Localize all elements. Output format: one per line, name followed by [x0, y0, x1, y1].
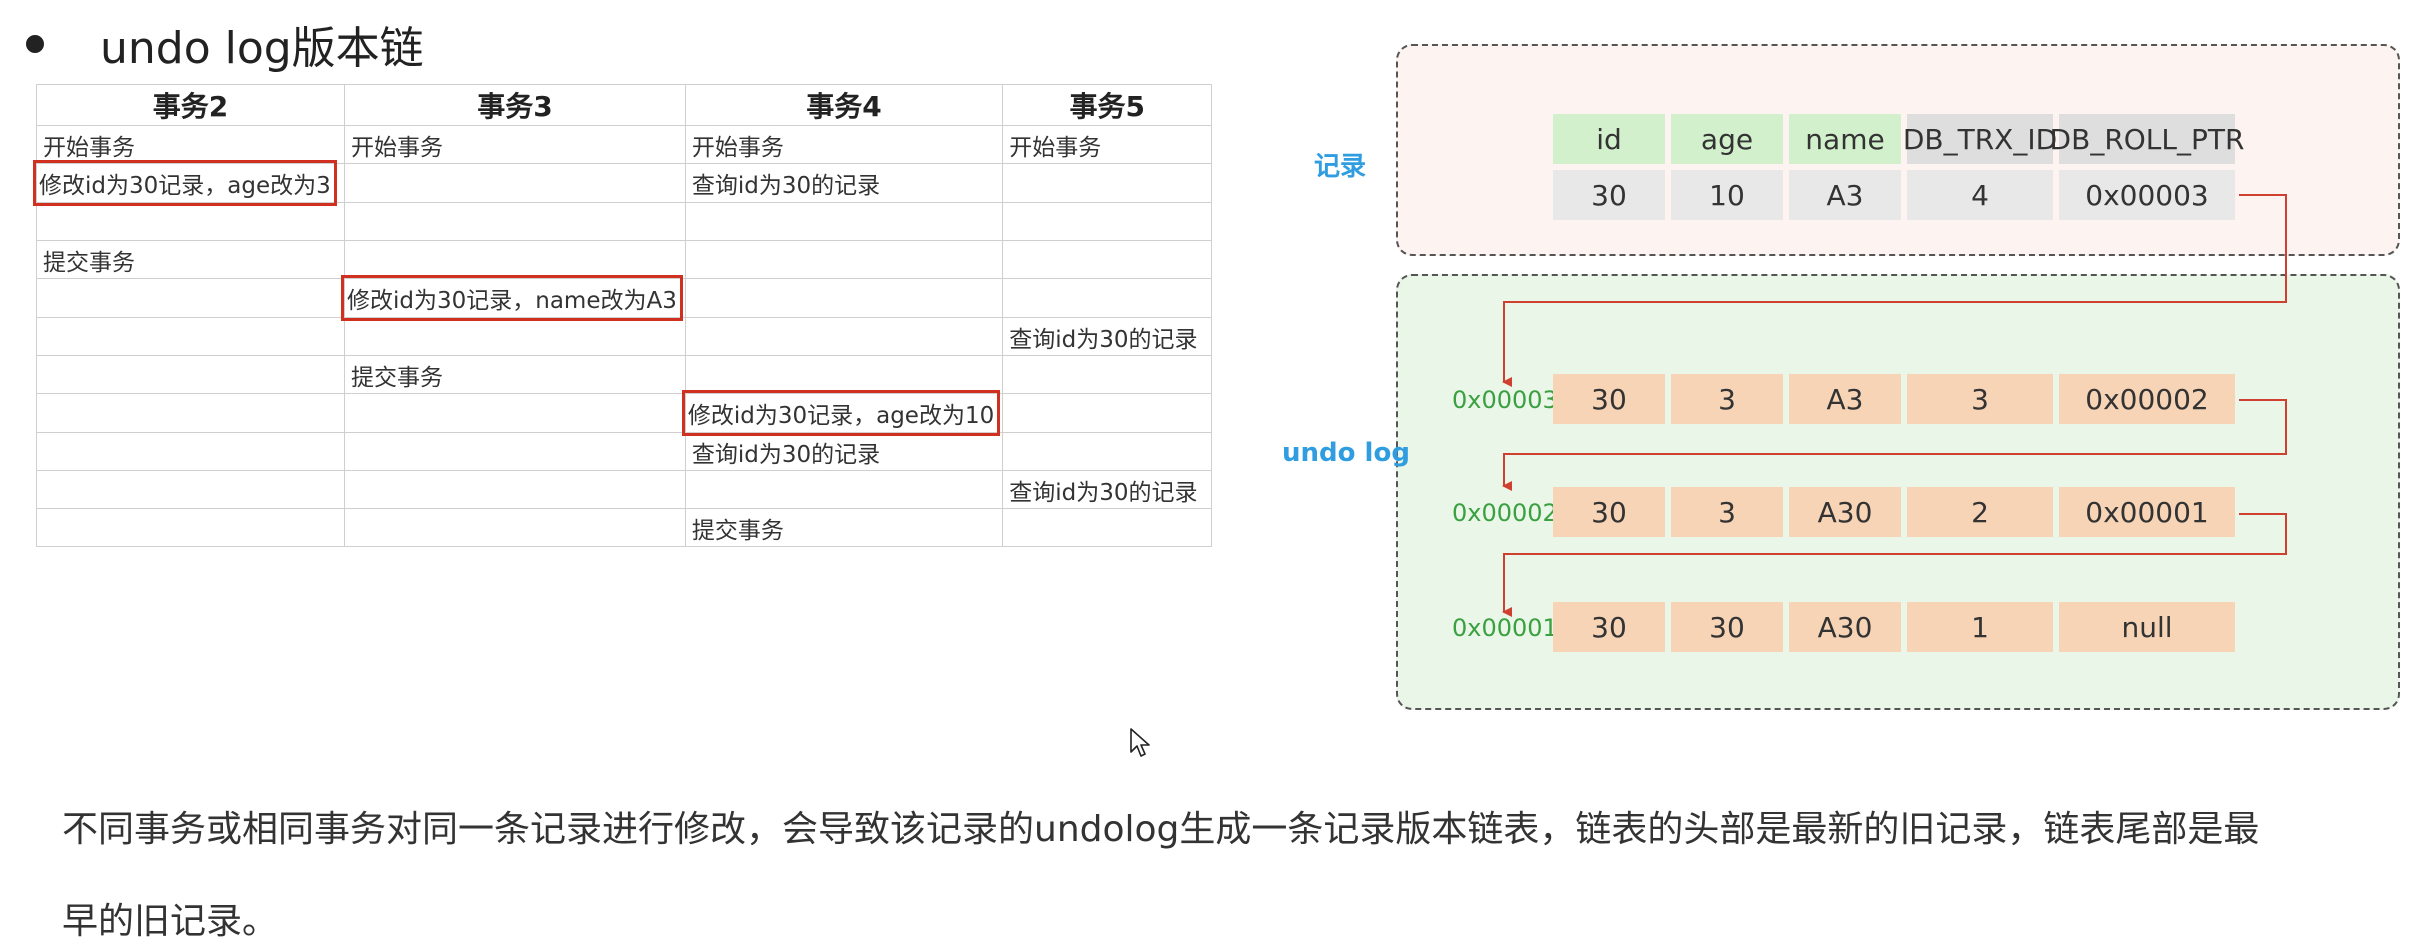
record-value-roll-ptr: 0x00003	[2059, 170, 2235, 220]
undo-cell: 3	[1671, 374, 1783, 424]
highlighted-cell: 修改id为30记录，age改为3	[33, 160, 345, 206]
undo-cell: 0x00001	[2059, 487, 2235, 537]
undo-cell: 30	[1553, 487, 1665, 537]
table-cell	[1002, 508, 1213, 547]
highlighted-text: 修改id为30记录，age改为10	[681, 390, 1001, 436]
table-cell: 查询id为30的记录	[684, 432, 1004, 471]
table-row: 查询id为30的记录	[36, 470, 1213, 509]
table-cell: 查询id为30的记录	[1002, 470, 1213, 509]
table-cell	[36, 355, 345, 394]
undo-cell: 3	[1907, 374, 2053, 424]
undo-cell: 30	[1671, 602, 1783, 652]
record-header-id: id	[1553, 114, 1665, 164]
table-row: 修改id为30记录，age改为10	[36, 390, 1213, 436]
table-cell: 提交事务	[684, 508, 1004, 547]
highlighted-text: 修改id为30记录，name改为A3	[341, 275, 683, 321]
record-header-roll-ptr: DB_ROLL_PTR	[2050, 114, 2244, 164]
arrow-record-to-0x00003	[1502, 194, 2287, 387]
table-cell	[36, 278, 345, 318]
record-value-age: 10	[1671, 170, 1783, 220]
explanation-line-1: 不同事务或相同事务对同一条记录进行修改，会导致该记录的undolog生成一条记录…	[62, 809, 2260, 850]
table-cell	[36, 508, 345, 547]
undo-log-label: undo log	[1282, 438, 1410, 468]
undo-cell: 30	[1553, 374, 1665, 424]
table-cell	[684, 240, 1004, 279]
record-value-name: A3	[1789, 170, 1901, 220]
undo-cell: A30	[1789, 487, 1901, 537]
undo-address: 0x00002	[1452, 499, 1558, 527]
table-row: 提交事务	[36, 240, 1213, 279]
table-cell	[1002, 432, 1213, 471]
arrow-0x00003-to-0x00002	[1502, 399, 2287, 491]
table-cell	[344, 432, 686, 471]
record-value-trx-id: 4	[1907, 170, 2053, 220]
undo-cell: null	[2059, 602, 2235, 652]
table-row: 开始事务 开始事务 开始事务 开始事务	[36, 125, 1213, 164]
page-title: undo log版本链	[100, 23, 424, 74]
header-tx5: 事务5	[1002, 84, 1213, 126]
table-cell	[36, 317, 345, 356]
table-cell	[344, 470, 686, 509]
record-label: 记录	[1314, 152, 1367, 182]
table-cell: 查询id为30的记录	[684, 163, 1004, 203]
table-cell	[684, 470, 1004, 509]
table-row: 修改id为30记录，age改为3 查询id为30的记录	[33, 160, 1213, 206]
table-cell	[36, 470, 345, 509]
undo-address: 0x00003	[1452, 386, 1558, 414]
table-cell	[36, 432, 345, 471]
arrow-0x00002-to-0x00001	[1502, 513, 2287, 617]
table-row: 提交事务	[36, 508, 1213, 547]
highlighted-cell: 修改id为30记录，age改为10	[681, 390, 1004, 436]
undo-cell: 0x00002	[2059, 374, 2235, 424]
table-cell	[684, 278, 1004, 318]
table-cell: 开始事务	[344, 125, 686, 164]
table-cell	[344, 163, 686, 203]
transaction-table: 事务2 事务3 事务4 事务5 开始事务 开始事务 开始事务 开始事务 修改id…	[33, 84, 1213, 547]
section-heading: undo log版本链	[26, 8, 424, 80]
table-row: 查询id为30的记录	[36, 432, 1213, 471]
table-row: 查询id为30的记录	[36, 317, 1213, 356]
table-row: 修改id为30记录，name改为A3	[36, 275, 1213, 321]
record-value-id: 30	[1553, 170, 1665, 220]
explanation-line-2: 早的旧记录。	[62, 901, 279, 942]
highlighted-text: 修改id为30记录，age改为3	[33, 160, 337, 206]
undo-cell: A3	[1789, 374, 1901, 424]
undo-cell: 3	[1671, 487, 1783, 537]
table-cell: 提交事务	[36, 240, 345, 279]
undo-cell: 2	[1907, 487, 2053, 537]
table-cell: 提交事务	[344, 355, 686, 394]
table-cell	[1002, 278, 1213, 318]
record-header-trx-id: DB_TRX_ID	[1903, 114, 2057, 164]
table-cell: 开始事务	[36, 125, 345, 164]
undo-cell: 30	[1553, 602, 1665, 652]
record-header-age: age	[1671, 114, 1783, 164]
undo-cell: 1	[1907, 602, 2053, 652]
highlighted-cell: 修改id为30记录，name改为A3	[341, 275, 686, 321]
table-cell: 开始事务	[1002, 125, 1213, 164]
undo-address: 0x00001	[1452, 614, 1558, 642]
table-header-row: 事务2 事务3 事务4 事务5	[36, 84, 1213, 126]
bullet-icon	[26, 35, 44, 53]
table-cell	[1002, 240, 1213, 279]
record-header-name: name	[1789, 114, 1901, 164]
mouse-cursor-icon	[1130, 728, 1150, 757]
table-cell	[344, 317, 686, 356]
table-cell: 查询id为30的记录	[1002, 317, 1213, 356]
undo-cell: A30	[1789, 602, 1901, 652]
